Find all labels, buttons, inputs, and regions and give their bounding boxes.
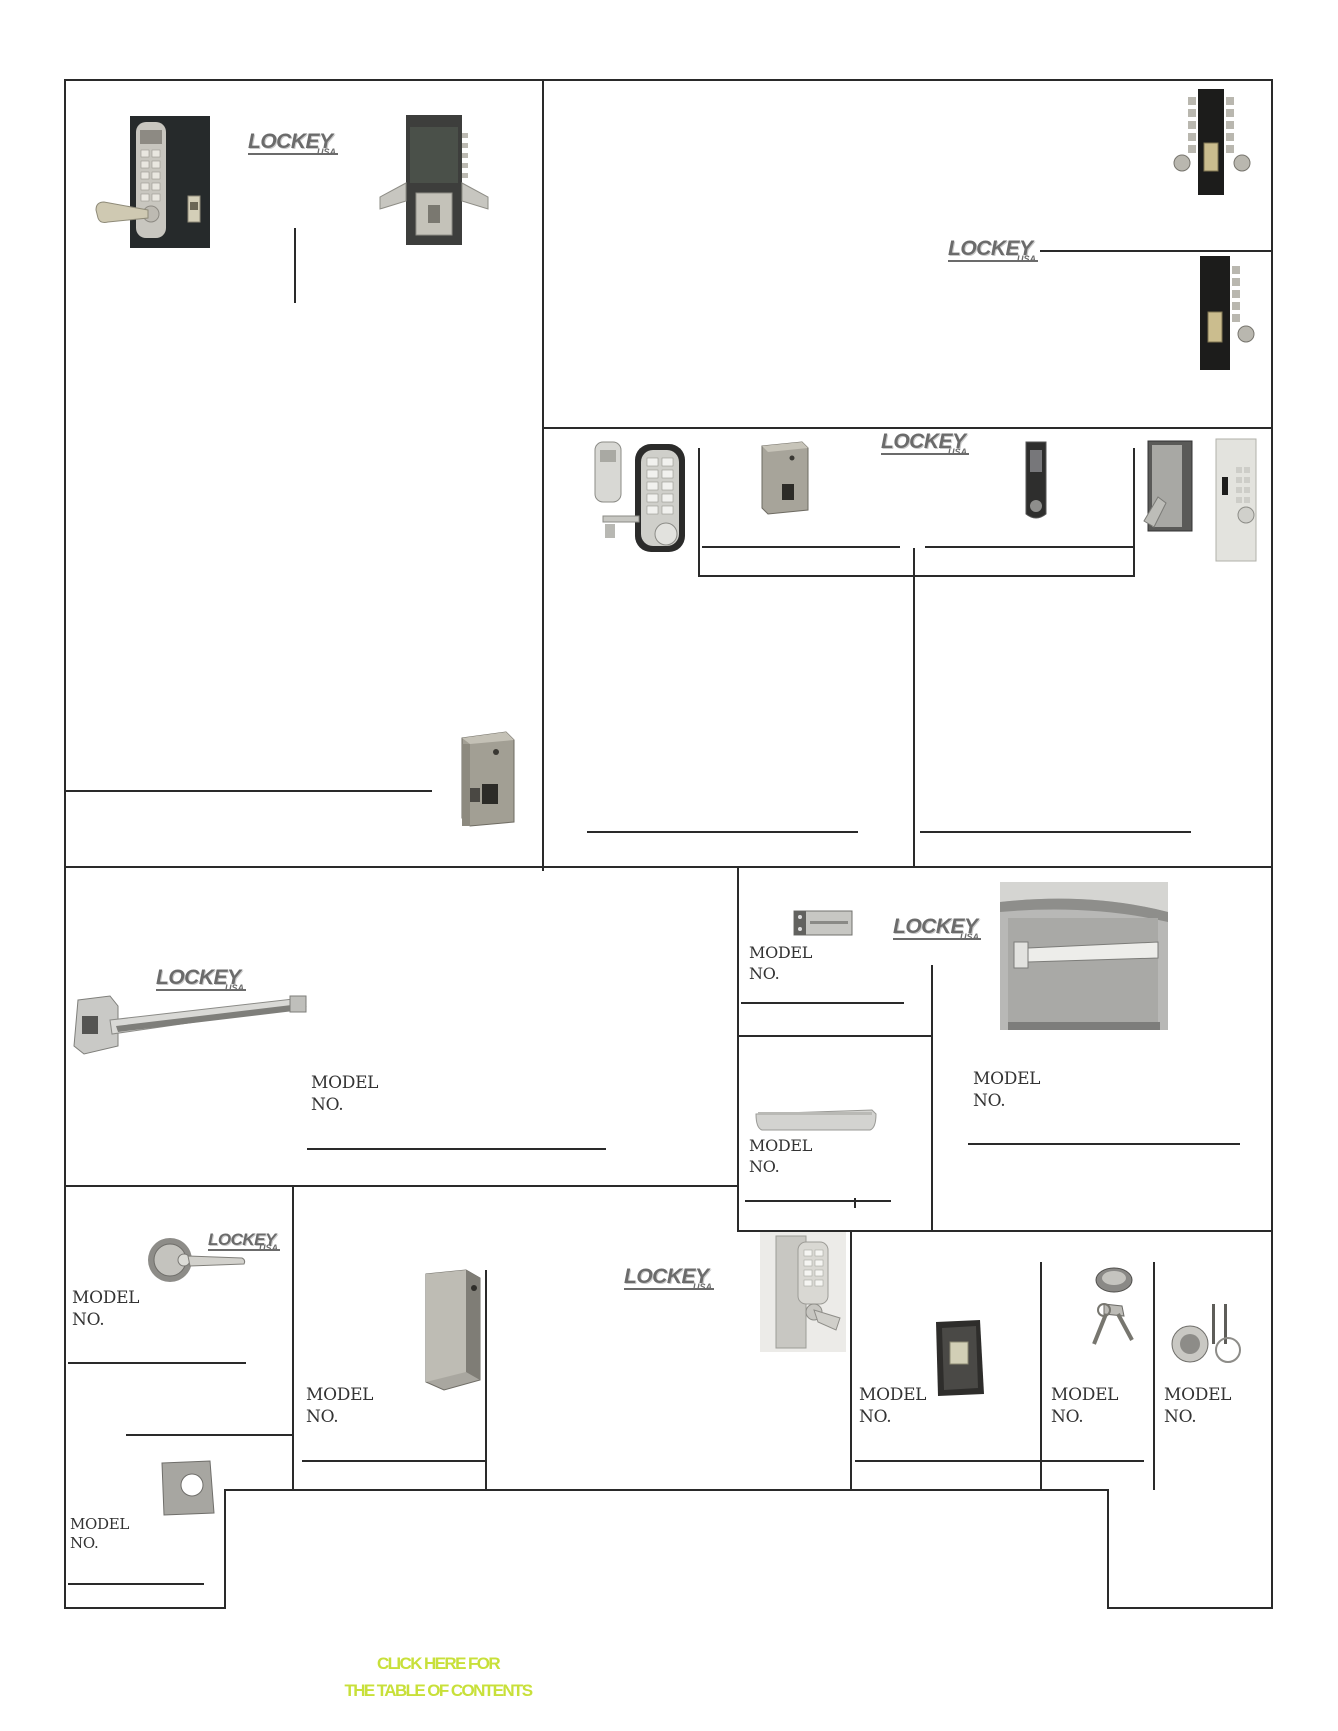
gate-box-image (461, 731, 515, 827)
gate-box-small-image (761, 441, 809, 515)
underline-dripcap (745, 1200, 891, 1202)
cylinder-keys-image (1092, 1267, 1134, 1345)
table-of-contents-link[interactable]: CLICK HERE FOR THE TABLE OF CONTENTS (298, 1650, 578, 1704)
rule-lever-sep (126, 1434, 294, 1436)
rule-row3-right (737, 1230, 1273, 1232)
keypad-lock-rear-image (379, 115, 489, 245)
rule-col-hw (850, 1230, 852, 1490)
rule-exit-mid (737, 1035, 932, 1037)
double-keypad-deadbolt-image (1173, 89, 1251, 195)
underline-deadlatch (587, 831, 858, 833)
rule-col-keys (1040, 1262, 1042, 1490)
lever-handle-image (148, 1238, 246, 1282)
rule-row2 (64, 866, 1273, 868)
rule-col-lever (292, 1185, 294, 1490)
rule-row1 (542, 427, 1273, 429)
tick-dripcap (854, 1198, 856, 1208)
underline-gatebox-tall (302, 1460, 486, 1462)
narrow-stile-plate-image (1025, 441, 1047, 519)
rule-bottom-left (64, 1607, 226, 1609)
rule-bottom-right (1107, 1607, 1273, 1609)
rule-mid3 (913, 548, 915, 868)
rule-left-tick (294, 228, 296, 303)
square-spacer-image (161, 1460, 215, 1516)
underline-spacer (68, 1583, 204, 1585)
exit-hardware-plate-image (793, 910, 853, 936)
underline-hybrid (920, 831, 1191, 833)
underline-holeplate (855, 1460, 1043, 1462)
rule-gatebox-tall (485, 1270, 487, 1490)
toc-line-1: CLICK HERE FOR (376, 1654, 501, 1673)
rule-right (1271, 79, 1273, 1609)
toc-line-2: THE TABLE OF CONTENTS (344, 1681, 533, 1700)
underline-plate2 (741, 1002, 904, 1004)
panic-bar-image (73, 995, 307, 1055)
underline-panic-installed (968, 1143, 1240, 1145)
underline-gatebox (702, 546, 900, 548)
underline-panic (307, 1148, 606, 1150)
keypad-lever-lock-image (95, 116, 210, 248)
rule-panel-b (1133, 448, 1135, 576)
keypad-lever-narrow-image (760, 1232, 846, 1352)
rule-col-exit (737, 866, 739, 1231)
rule-bottom-step (224, 1489, 1109, 1491)
hole-plate-image (936, 1320, 984, 1396)
rule-exit-col (931, 965, 933, 1231)
rule-step-left (224, 1489, 226, 1609)
keypad-deadbolt-image (1200, 256, 1255, 370)
panic-bar-installed-image (1000, 882, 1168, 1030)
rule-row3 (64, 1185, 739, 1187)
keypad-deadlatch-image (594, 441, 685, 552)
rule-top (64, 79, 1273, 81)
underline-plate (925, 546, 1133, 548)
gate-box-tall-image (425, 1269, 481, 1391)
rule-col-cyl (1153, 1262, 1155, 1490)
rule-step-right (1107, 1489, 1109, 1609)
rule-panel-bottom (698, 575, 1135, 577)
rule-col1 (542, 79, 544, 871)
rule-upright-mid (1040, 250, 1273, 252)
underline-keys (1042, 1460, 1144, 1462)
mortise-cylinder-image (1171, 1304, 1241, 1363)
underline-left-main (64, 790, 432, 792)
drip-cap-image (755, 1109, 877, 1131)
hybrid-lock-image (1143, 438, 1257, 562)
rule-left (64, 79, 66, 1609)
rule-panel-a (698, 448, 700, 576)
underline-lever (68, 1362, 246, 1364)
